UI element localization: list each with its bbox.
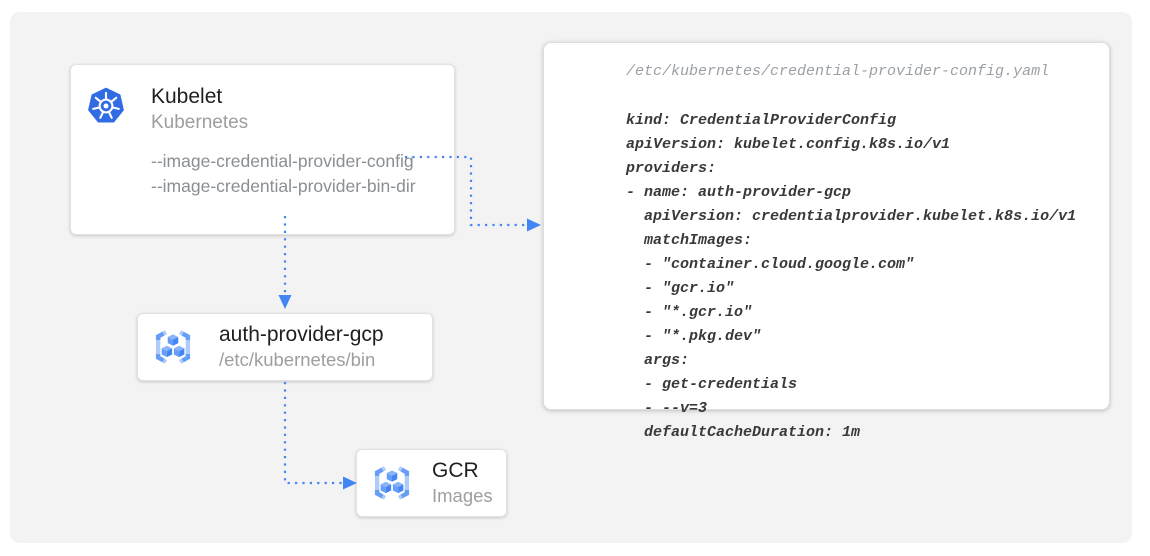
flag-image-credential-provider-bin-dir: --image-credential-provider-bin-dir	[151, 176, 416, 196]
kubernetes-helm-icon	[85, 85, 127, 127]
auth-provider-gcp-card: auth-provider-gcp /etc/kubernetes/bin	[137, 313, 433, 381]
kubelet-card: Kubelet Kubernetes --image-credential-pr…	[70, 64, 455, 235]
credential-provider-config-panel: /etc/kubernetes/credential-provider-conf…	[543, 42, 1110, 441]
gcr-text: GCR Images	[432, 458, 493, 508]
gcr-card: GCR Images	[356, 449, 507, 517]
config-file-path: /etc/kubernetes/credential-provider-conf…	[626, 63, 1050, 80]
kubelet-title: Kubelet	[151, 85, 223, 108]
kubelet-card-text: Kubelet Kubernetes	[151, 83, 248, 136]
gcr-title: GCR	[432, 459, 479, 482]
container-registry-cubes-icon	[152, 326, 194, 368]
kubelet-subtitle: Kubernetes	[151, 112, 249, 133]
config-yaml-code: kind: CredentialProviderConfig apiVersio…	[626, 112, 1077, 441]
container-registry-cubes-icon	[371, 462, 413, 504]
flag-image-credential-provider-config: --image-credential-provider-config	[151, 151, 414, 171]
auth-provider-gcp-path: /etc/kubernetes/bin	[219, 349, 376, 370]
auth-provider-gcp-text: auth-provider-gcp /etc/kubernetes/bin	[219, 322, 384, 372]
kubelet-flags: --image-credential-provider-config --ima…	[151, 149, 416, 199]
auth-provider-gcp-title: auth-provider-gcp	[219, 323, 384, 346]
gcr-subtitle: Images	[432, 485, 493, 506]
